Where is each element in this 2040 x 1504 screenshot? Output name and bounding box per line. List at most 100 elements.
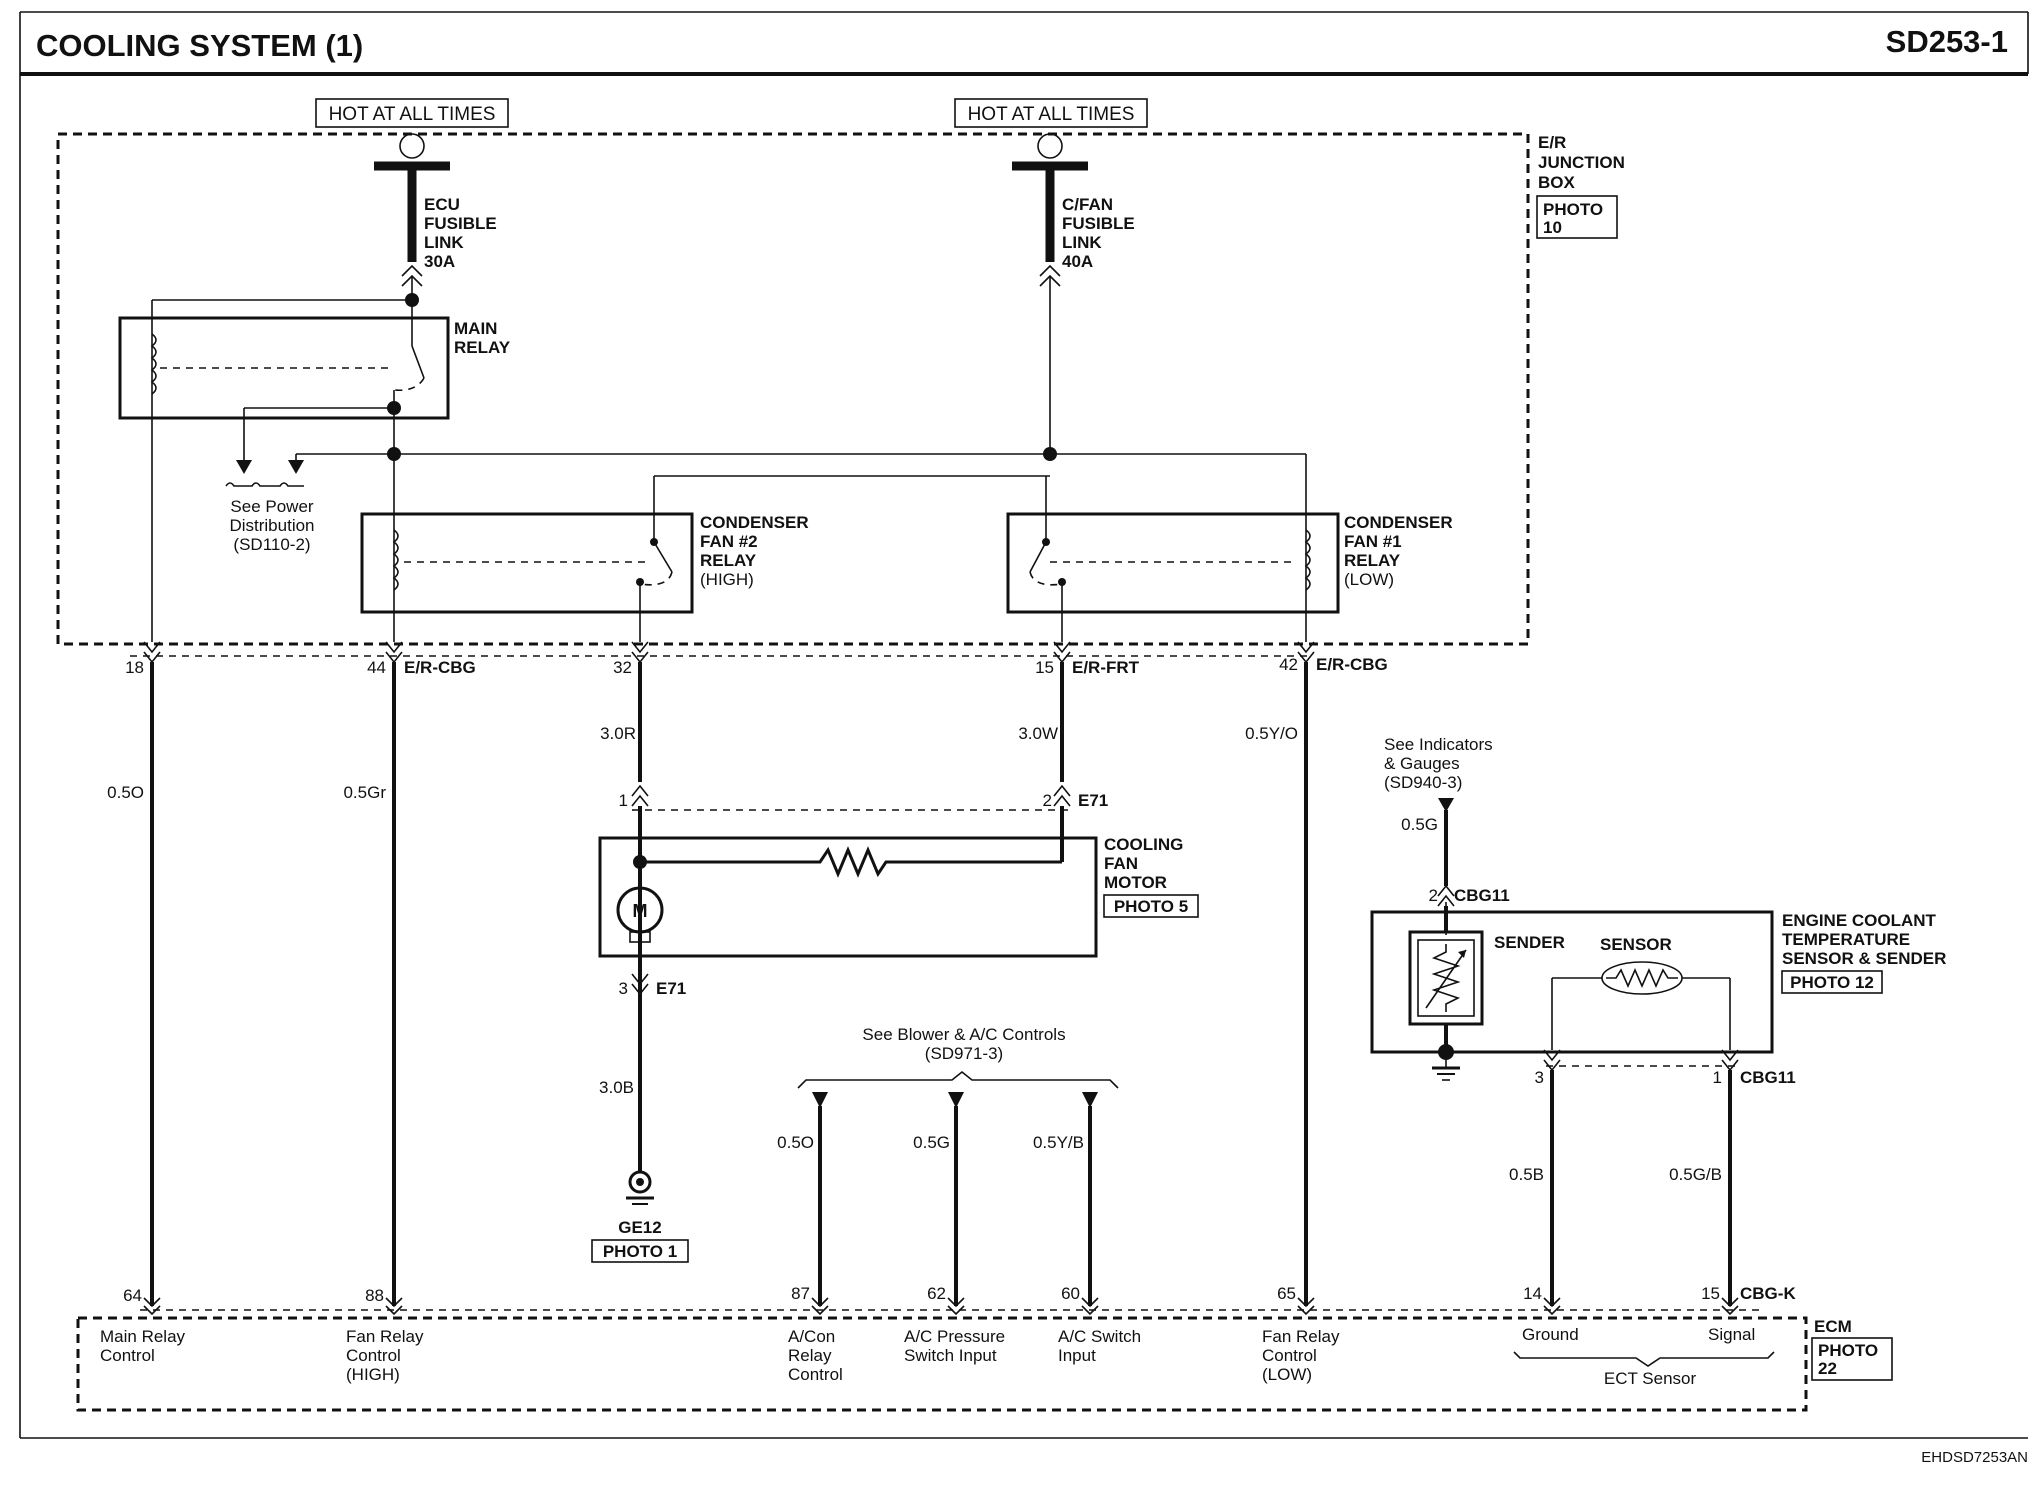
svg-text:1: 1 (1713, 1068, 1722, 1087)
svg-text:FAN: FAN (1104, 854, 1138, 873)
svg-text:A/C Pressure: A/C Pressure (904, 1327, 1005, 1346)
svg-text:SENDER: SENDER (1494, 933, 1565, 952)
page-code: SD253-1 (1886, 24, 2008, 59)
svg-text:E/R-FRT: E/R-FRT (1072, 658, 1140, 677)
cfan-fusible-link: C/FAN FUSIBLE LINK 40A (1012, 133, 1135, 454)
svg-text:CONDENSER: CONDENSER (700, 513, 809, 532)
junction-dot (387, 401, 401, 415)
ground-ge12: 3 E71 3.0B GE12 PHOTO 1 (591, 973, 689, 1263)
svg-text:E/R-CBG: E/R-CBG (404, 658, 476, 677)
svg-text:See Indicators: See Indicators (1384, 735, 1493, 754)
svg-text:RELAY: RELAY (454, 338, 511, 357)
gauges-reference: See Indicators & Gauges (SD940-3) 0.5G (1384, 735, 1493, 886)
svg-text:HOT AT ALL TIMES: HOT AT ALL TIMES (329, 104, 496, 125)
svg-text:Main Relay: Main Relay (100, 1327, 186, 1346)
svg-text:(SD110-2): (SD110-2) (233, 535, 310, 554)
ect-sensor-sender: 2 CBG11 SENDER SENSOR ENGINE COOLANT TEM… (1370, 884, 1946, 1081)
condenser-fan-1-relay: CONDENSER FAN #1 RELAY (LOW) (1006, 454, 1453, 642)
svg-text:(HIGH): (HIGH) (700, 570, 754, 589)
svg-text:42: 42 (1279, 655, 1298, 674)
svg-text:60: 60 (1061, 1284, 1080, 1303)
svg-text:FAN #2: FAN #2 (700, 532, 758, 551)
svg-text:(LOW): (LOW) (1344, 570, 1394, 589)
photo-12-label: PHOTO 12 (1790, 973, 1874, 992)
svg-text:CBG-K: CBG-K (1740, 1284, 1796, 1303)
svg-text:COOLING: COOLING (1104, 835, 1183, 854)
svg-text:RELAY: RELAY (1344, 551, 1401, 570)
wire-label: 0.5Y/B (1033, 1133, 1084, 1152)
svg-text:CBG11: CBG11 (1740, 1068, 1796, 1087)
svg-text:A/Con: A/Con (788, 1327, 835, 1346)
junction-dot (1043, 447, 1057, 461)
svg-text:64: 64 (123, 1286, 142, 1305)
drawing-id: EHDSD7253AN (1921, 1449, 2028, 1466)
svg-text:E/R-CBG: E/R-CBG (1316, 655, 1388, 674)
svg-text:CBG11: CBG11 (1454, 886, 1510, 905)
svg-text:10: 10 (1543, 218, 1562, 237)
header: COOLING SYSTEM (1) SD253-1 EHDSD7253AN (19, 11, 2029, 1466)
svg-text:Ground: Ground (1522, 1325, 1579, 1344)
svg-text:Control: Control (788, 1365, 843, 1384)
svg-text:HOT AT ALL TIMES: HOT AT ALL TIMES (968, 104, 1135, 125)
wire-label: 0.5O (107, 783, 144, 802)
svg-text:(HIGH): (HIGH) (346, 1365, 400, 1384)
svg-text:See Blower & A/C Controls: See Blower & A/C Controls (862, 1025, 1065, 1044)
svg-text:MOTOR: MOTOR (1104, 873, 1167, 892)
svg-text:E71: E71 (1078, 791, 1108, 810)
svg-text:GE12: GE12 (618, 1218, 661, 1237)
wire-label: 0.5G (913, 1133, 950, 1152)
hot-at-all-times-right: HOT AT ALL TIMES (954, 98, 1148, 128)
svg-text:Distribution: Distribution (229, 516, 314, 535)
svg-text:FUSIBLE: FUSIBLE (1062, 214, 1135, 233)
condenser-fan-2-relay: CONDENSER FAN #2 RELAY (HIGH) (360, 454, 1050, 642)
svg-text:Signal: Signal (1708, 1325, 1755, 1344)
svg-text:CONDENSER: CONDENSER (1344, 513, 1453, 532)
svg-text:Control: Control (100, 1346, 155, 1365)
svg-text:Control: Control (346, 1346, 401, 1365)
svg-text:44: 44 (367, 658, 386, 677)
photo-22-label: PHOTO (1818, 1341, 1878, 1360)
ecm: 64 88 87 62 60 65 14 15 CBG-K Main Relay… (76, 1284, 1893, 1412)
svg-text:3: 3 (1535, 1068, 1544, 1087)
wire-label: 0.5Y/O (1245, 724, 1298, 743)
svg-text:SENSOR: SENSOR (1600, 935, 1672, 954)
svg-text:88: 88 (365, 1286, 384, 1305)
er-junction-box: E/R JUNCTION BOX PHOTO 10 (56, 132, 1625, 646)
photo-10-label: PHOTO (1543, 200, 1603, 219)
svg-text:LINK: LINK (1062, 233, 1102, 252)
svg-text:ECM: ECM (1814, 1317, 1852, 1336)
svg-text:ECU: ECU (424, 195, 460, 214)
svg-text:(SD971-3): (SD971-3) (925, 1044, 1003, 1063)
svg-text:FAN #1: FAN #1 (1344, 532, 1402, 551)
ecu-fusible-link: ECU FUSIBLE LINK 30A (374, 133, 497, 300)
svg-text:& Gauges: & Gauges (1384, 754, 1460, 773)
svg-text:15: 15 (1035, 658, 1054, 677)
blower-ac-reference: See Blower & A/C Controls (SD971-3) 0.5O… (777, 1025, 1119, 1306)
svg-text:E71: E71 (656, 979, 686, 998)
photo-5-label: PHOTO 5 (1114, 897, 1188, 916)
motor-symbol: M (633, 901, 648, 921)
svg-text:RELAY: RELAY (700, 551, 757, 570)
cbg11-connector: 3 1 CBG11 0.5B 0.5G/B (1509, 1049, 1796, 1306)
svg-text:ECT Sensor: ECT Sensor (1604, 1369, 1697, 1388)
svg-text:Fan Relay: Fan Relay (1262, 1327, 1340, 1346)
photo-1-label: PHOTO 1 (603, 1242, 677, 1261)
svg-text:62: 62 (927, 1284, 946, 1303)
svg-text:Input: Input (1058, 1346, 1096, 1365)
svg-text:LINK: LINK (424, 233, 464, 252)
wire-label: 0.5B (1509, 1165, 1544, 1184)
svg-text:65: 65 (1277, 1284, 1296, 1303)
harness-wires: 0.5O 0.5Gr 3.0R 3.0W 0.5Y/O (107, 662, 1308, 1306)
svg-text:JUNCTION: JUNCTION (1538, 153, 1625, 172)
wire-label: 0.5Gr (343, 783, 386, 802)
svg-text:Control: Control (1262, 1346, 1317, 1365)
wire-label: 3.0W (1018, 724, 1058, 743)
junction-dot (405, 293, 419, 307)
wire-label: 0.5G (1401, 815, 1438, 834)
svg-text:3: 3 (619, 979, 628, 998)
svg-text:22: 22 (1818, 1359, 1837, 1378)
svg-text:Fan Relay: Fan Relay (346, 1327, 424, 1346)
wire-label: 3.0B (599, 1078, 634, 1097)
power-distribution-reference: See Power Distribution (SD110-2) (225, 408, 1306, 554)
